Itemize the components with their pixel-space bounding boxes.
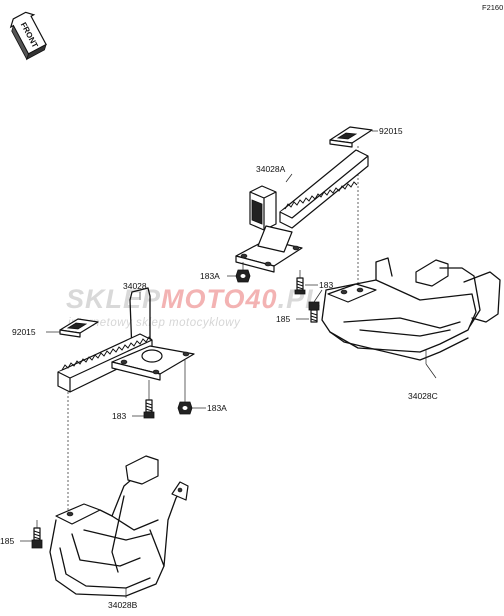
label-92015-top: 92015	[379, 126, 403, 136]
label-34028: 34028	[123, 281, 147, 291]
footpeg-34028	[57, 287, 195, 393]
watermark-tagline: internetowy sklep motocyklowy	[68, 317, 241, 329]
diagram-code: F2160	[482, 3, 503, 12]
watermark-brand: SKLEPMOTO40.PL	[66, 284, 323, 314]
label-183A-left: 183A	[207, 403, 227, 413]
label-185-left: 185	[0, 536, 14, 546]
label-92015-left: 92015	[12, 327, 36, 337]
nut-183A-right	[235, 269, 251, 283]
bolt-183-left	[143, 399, 155, 419]
label-34028B: 34028B	[108, 600, 138, 610]
footpeg-rubber-pad-right	[329, 126, 373, 148]
label-34028C: 34028C	[408, 391, 438, 401]
label-185-right: 185	[276, 314, 290, 324]
footpeg-guard-34028C	[321, 257, 501, 361]
footpeg-rubber-pad-left	[59, 318, 99, 338]
front-arrow-icon: FRONT	[9, 11, 47, 61]
watermark-brand-part3: 40	[245, 284, 278, 314]
label-183A-right: 183A	[200, 271, 220, 281]
label-34028A: 34028A	[256, 164, 286, 174]
label-183-left: 183	[112, 411, 126, 421]
bolt-183-right	[294, 277, 306, 295]
bolt-185-left	[31, 527, 43, 549]
watermark-brand-part2: MOTO	[161, 284, 246, 314]
footpeg-guard-34028B	[49, 455, 189, 597]
footpeg-34028A	[235, 149, 369, 273]
nut-183A-left	[177, 401, 193, 415]
label-183-right: 183	[319, 280, 333, 290]
bolt-185-right	[308, 301, 320, 323]
